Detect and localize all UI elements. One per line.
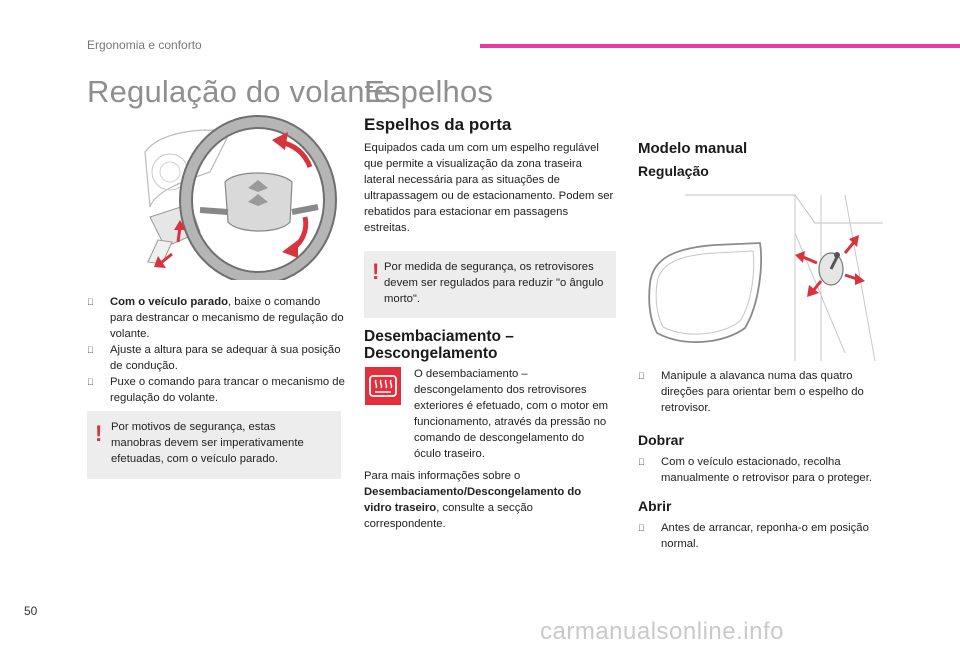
steering-wheel-title: Regulação do volante xyxy=(87,74,391,109)
regulation-steps: Manipule a alavanca numa das quatro dir… xyxy=(638,368,888,416)
more-info-text: Para mais informações sobre o Desembacia… xyxy=(364,470,582,530)
steering-wheel-steps: Com o veículo parado, baixe o comando p… xyxy=(87,294,345,406)
warning-text: Por medida de segurança, os retrovisores… xyxy=(384,261,604,305)
steering-wheel-icon xyxy=(144,115,337,285)
warning-text: Por motivos de segurança, estas manobras… xyxy=(111,421,304,465)
list-item: Puxe o comando para trancar o mecanismo… xyxy=(87,374,345,406)
warning-box: ! Por medida de segurança, os retrovisor… xyxy=(364,251,616,318)
warning-icon: ! xyxy=(95,421,103,446)
rear-defrost-icon xyxy=(365,367,401,405)
defrost-description: O desembaciamento – descongelamento dos … xyxy=(414,368,609,460)
fold-heading: Dobrar xyxy=(638,432,684,448)
bullet-marker-icon:  xyxy=(87,294,94,310)
bullet-marker-icon:  xyxy=(638,520,645,536)
list-item: Com o veículo estacionado, recolha manu… xyxy=(638,454,888,486)
regulation-heading: Regulação xyxy=(638,163,709,179)
section-header: Ergonomia e conforto xyxy=(87,38,202,52)
header-accent-bar xyxy=(480,44,960,48)
bullet-marker-icon:  xyxy=(87,374,94,390)
page-number: 50 xyxy=(24,604,38,618)
mirror-adjust-icon xyxy=(648,194,883,362)
bullet-marker-icon:  xyxy=(638,454,645,470)
warning-box: ! Por motivos de segurança, estas manobr… xyxy=(87,411,341,479)
door-mirrors-intro: Equipados cada um com um espelho reguláv… xyxy=(364,142,614,234)
list-item: Antes de arrancar, reponha-o em posição… xyxy=(638,520,888,552)
open-heading: Abrir xyxy=(638,498,672,514)
open-steps: Antes de arrancar, reponha-o em posição… xyxy=(638,520,888,552)
list-item: Ajuste a altura para se adequar à sua p… xyxy=(87,342,345,374)
mirror-lever-illustration xyxy=(645,193,883,362)
watermark: carmanualsonline.info xyxy=(540,618,784,645)
steering-wheel-illustration xyxy=(140,112,340,285)
defrost-heading: Desembaciamento – Descongelamento xyxy=(364,328,514,362)
list-item: Manipule a alavanca numa das quatro dir… xyxy=(638,368,888,416)
door-mirrors-subtitle: Espelhos da porta xyxy=(364,115,512,134)
warning-icon: ! xyxy=(372,259,380,284)
mirrors-title: Espelhos xyxy=(364,74,494,109)
manual-model-heading: Modelo manual xyxy=(638,140,748,157)
bullet-marker-icon:  xyxy=(87,342,94,358)
bullet-marker-icon:  xyxy=(638,368,645,384)
fold-steps: Com o veículo estacionado, recolha manu… xyxy=(638,454,888,486)
list-item: Com o veículo parado, baixe o comando p… xyxy=(87,294,345,342)
